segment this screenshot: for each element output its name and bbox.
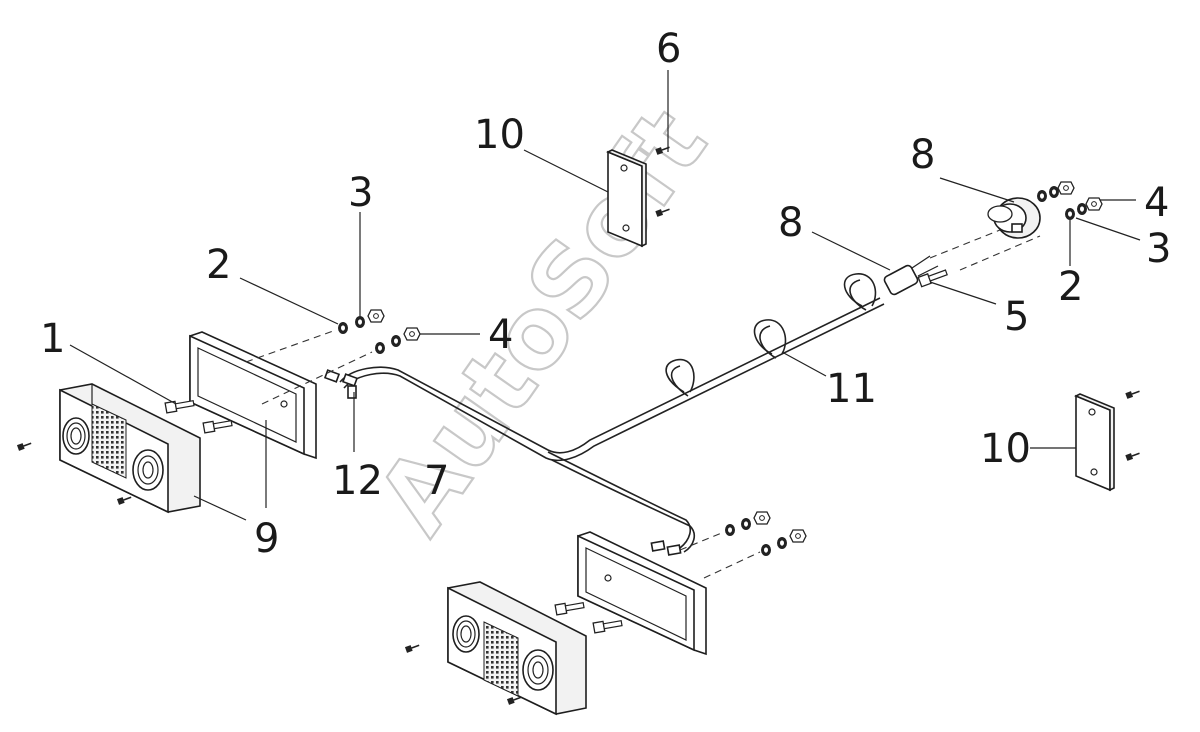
callout-4-right: 4 bbox=[1144, 180, 1169, 226]
right-lamp-body bbox=[447, 581, 587, 716]
callout-1: 1 bbox=[40, 316, 65, 362]
callout-5: 5 bbox=[1004, 294, 1029, 340]
callout-labels: 1 2 2 3 3 4 4 5 6 7 8 8 9 10 10 11 12 bbox=[40, 26, 1171, 562]
callout-9: 9 bbox=[254, 516, 279, 562]
left-lamp-body bbox=[59, 383, 201, 514]
callout-8-top: 8 bbox=[910, 132, 935, 178]
callout-4-left: 4 bbox=[488, 312, 513, 358]
wiring-harness bbox=[323, 255, 939, 556]
callout-6: 6 bbox=[656, 26, 681, 72]
plate-lamp bbox=[917, 181, 1103, 288]
callout-3-right: 3 bbox=[1146, 226, 1171, 272]
reflector-right bbox=[1074, 387, 1142, 492]
callout-12: 12 bbox=[332, 458, 383, 504]
callout-2-right: 2 bbox=[1058, 264, 1083, 310]
left-lamp-fasteners bbox=[16, 309, 421, 506]
callout-7: 7 bbox=[424, 458, 449, 504]
callout-2-left: 2 bbox=[206, 242, 231, 288]
right-lamp-fasteners bbox=[404, 511, 807, 706]
callout-3-left: 3 bbox=[348, 170, 373, 216]
leader-lines bbox=[69, 70, 1141, 521]
cable-clips bbox=[665, 273, 877, 397]
left-lamp-gasket bbox=[189, 331, 317, 460]
callout-11: 11 bbox=[826, 366, 877, 412]
callout-10-top: 10 bbox=[474, 112, 525, 158]
callout-10-right: 10 bbox=[980, 426, 1031, 472]
reflector-top bbox=[606, 143, 672, 248]
callout-8-mid: 8 bbox=[778, 200, 803, 246]
right-lamp-gasket bbox=[577, 531, 707, 656]
